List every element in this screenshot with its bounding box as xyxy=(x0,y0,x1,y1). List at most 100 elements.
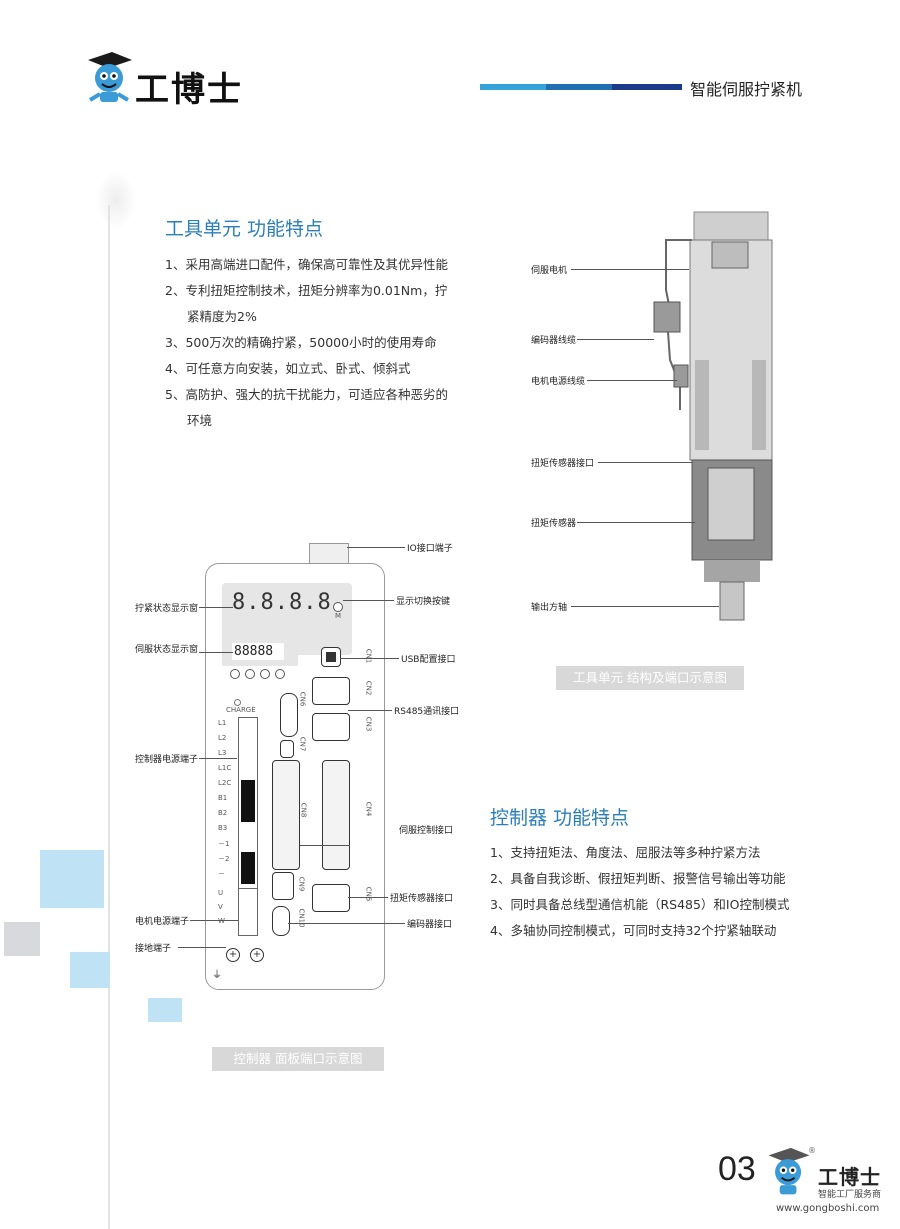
usb-port[interactable] xyxy=(321,647,341,667)
list-item: 3、500万次的精确拧紧，50000小时的使用寿命 xyxy=(165,335,437,350)
cn-label: CN5 xyxy=(364,886,373,902)
cn-label: CN1 xyxy=(364,648,373,664)
m-key-label: M xyxy=(335,612,342,620)
charge-label: CHARGE xyxy=(226,706,256,714)
label-motor-power-cable: 电机电源线缆 xyxy=(531,377,586,387)
controller-section-heading: 控制器 功能特点 xyxy=(490,807,630,829)
panel-button[interactable] xyxy=(230,669,240,679)
terminal-label: L2C xyxy=(218,779,232,787)
leader-line xyxy=(577,339,654,340)
power-terminal-labels: L1 L2 L3 L1C L2C B1 B2 B3 －1 －2 － U V W xyxy=(218,719,236,931)
cn3-port[interactable] xyxy=(312,713,350,741)
power-terminal-block xyxy=(238,717,258,889)
cn-label: CN10 xyxy=(297,908,306,928)
cn10-port[interactable] xyxy=(272,906,290,936)
tool-diagram-caption: 工具单元 结构及端口示意图 xyxy=(556,666,744,690)
decor-square xyxy=(4,922,40,956)
tool-feature-list: 1、采用高端进口配件，确保高可靠性及其优异性能 2、专利扭矩控制技术，扭矩分辨率… xyxy=(165,252,448,434)
leader-line xyxy=(577,522,695,523)
ground-screw[interactable]: + xyxy=(226,948,240,962)
terminal-label: W xyxy=(218,917,225,925)
terminal-label: － xyxy=(218,870,225,878)
cn8-port[interactable] xyxy=(272,760,300,870)
cn4-port[interactable] xyxy=(322,760,350,870)
label-torque-sensor-port-ctrl: 扭矩传感器接口 xyxy=(390,894,454,904)
terminal-label: －2 xyxy=(218,855,230,863)
list-item: 1、采用高端进口配件，确保高可靠性及其优异性能 xyxy=(165,257,448,272)
list-item: 环境 xyxy=(187,413,213,428)
cn9-port[interactable] xyxy=(272,872,294,900)
leader-line xyxy=(347,547,405,548)
label-torque-sensor: 扭矩传感器 xyxy=(531,519,577,529)
leader-line xyxy=(571,606,719,607)
label-rs485-port: RS485通讯接口 xyxy=(394,707,460,717)
cn-label: CN9 xyxy=(297,876,306,892)
decor-square xyxy=(70,952,110,988)
led-display-small: 88888 xyxy=(232,643,284,660)
controller-diagram-caption: 控制器 面板端口示意图 xyxy=(212,1047,384,1071)
label-usb-config-port: USB配置接口 xyxy=(401,655,456,665)
leader-line xyxy=(199,652,233,653)
leader-line xyxy=(571,269,689,270)
footer-logo xyxy=(763,1146,815,1200)
terminal-label: L1 xyxy=(218,719,227,727)
logo xyxy=(82,50,138,108)
panel-button[interactable] xyxy=(245,669,255,679)
leader-line xyxy=(598,462,692,463)
leader-line xyxy=(199,758,237,759)
list-item: 2、专利扭矩控制技术，扭矩分辨率为0.01Nm，拧 xyxy=(165,283,448,298)
cn6-port[interactable] xyxy=(280,693,298,737)
mascot-icon xyxy=(768,1147,810,1195)
cn7-port[interactable] xyxy=(280,740,294,758)
servo-tool-drawing xyxy=(640,210,780,630)
decor-glow xyxy=(96,170,136,230)
leader-line xyxy=(343,600,394,601)
leader-line xyxy=(348,897,388,898)
list-item: 1、支持扭矩法、角度法、屈服法等多种拧紧方法 xyxy=(490,845,761,860)
decor-square xyxy=(40,850,104,908)
label-servo-status-window: 伺服状态显示窗 xyxy=(135,645,199,655)
terminal-label: U xyxy=(218,889,224,897)
label-encoder-cable: 编码器线缆 xyxy=(531,336,577,346)
panel-button[interactable] xyxy=(260,669,270,679)
led-display-main: 8.8.8.8. xyxy=(232,590,346,615)
label-torque-sensor-port: 扭矩传感器接口 xyxy=(531,459,595,469)
leader-line xyxy=(178,947,226,948)
label-controller-power-terminal: 控制器电源端子 xyxy=(135,755,199,765)
ground-symbol-icon: ⏚ xyxy=(212,970,222,981)
list-item: 4、可任意方向安装，如立式、卧式、倾斜式 xyxy=(165,361,411,376)
terminal-label: V xyxy=(218,903,223,911)
charge-led xyxy=(234,699,241,706)
cn-label: CN7 xyxy=(298,736,307,752)
m-key-button[interactable] xyxy=(333,602,343,612)
label-encoder-port: 编码器接口 xyxy=(407,920,453,930)
terminal-label: B1 xyxy=(218,794,228,802)
header-bar-1 xyxy=(480,84,546,90)
controller-feature-list: 1、支持扭矩法、角度法、屈服法等多种拧紧方法 2、具备自我诊断、假扭矩判断、报警… xyxy=(490,840,789,944)
terminal-label: －1 xyxy=(218,840,230,848)
header-bar-2 xyxy=(546,84,612,90)
footer-url: www.gongboshi.com xyxy=(776,1203,880,1214)
page-title: 智能伺服拧紧机 xyxy=(690,80,803,99)
leader-line xyxy=(288,923,405,924)
label-servo-motor: 伺服电机 xyxy=(531,266,568,276)
ground-screw[interactable]: + xyxy=(250,948,264,962)
cn-label: CN3 xyxy=(364,716,373,732)
leader-line xyxy=(340,658,399,659)
motor-terminal-block xyxy=(238,888,258,936)
cn-label: CN4 xyxy=(364,801,373,817)
list-item: 4、多轴协同控制模式，可同时支持32个拧紧轴联动 xyxy=(490,923,777,938)
list-item: 紧精度为2% xyxy=(187,309,257,324)
cn2-port[interactable] xyxy=(312,677,350,705)
decor-vertical-line xyxy=(108,205,110,1229)
cn5-port[interactable] xyxy=(312,884,350,912)
footer-registered-mark: ® xyxy=(808,1146,816,1155)
leader-line xyxy=(300,845,350,846)
mascot-icon xyxy=(88,52,132,102)
label-output-shaft: 输出方轴 xyxy=(531,603,568,613)
terminal-label: L2 xyxy=(218,734,227,742)
panel-button[interactable] xyxy=(275,669,285,679)
list-item: 3、同时具备总线型通信机能（RS485）和IO控制模式 xyxy=(490,897,790,912)
footer-brand: 工博士 xyxy=(818,1165,881,1189)
terminal-label: B2 xyxy=(218,809,228,817)
